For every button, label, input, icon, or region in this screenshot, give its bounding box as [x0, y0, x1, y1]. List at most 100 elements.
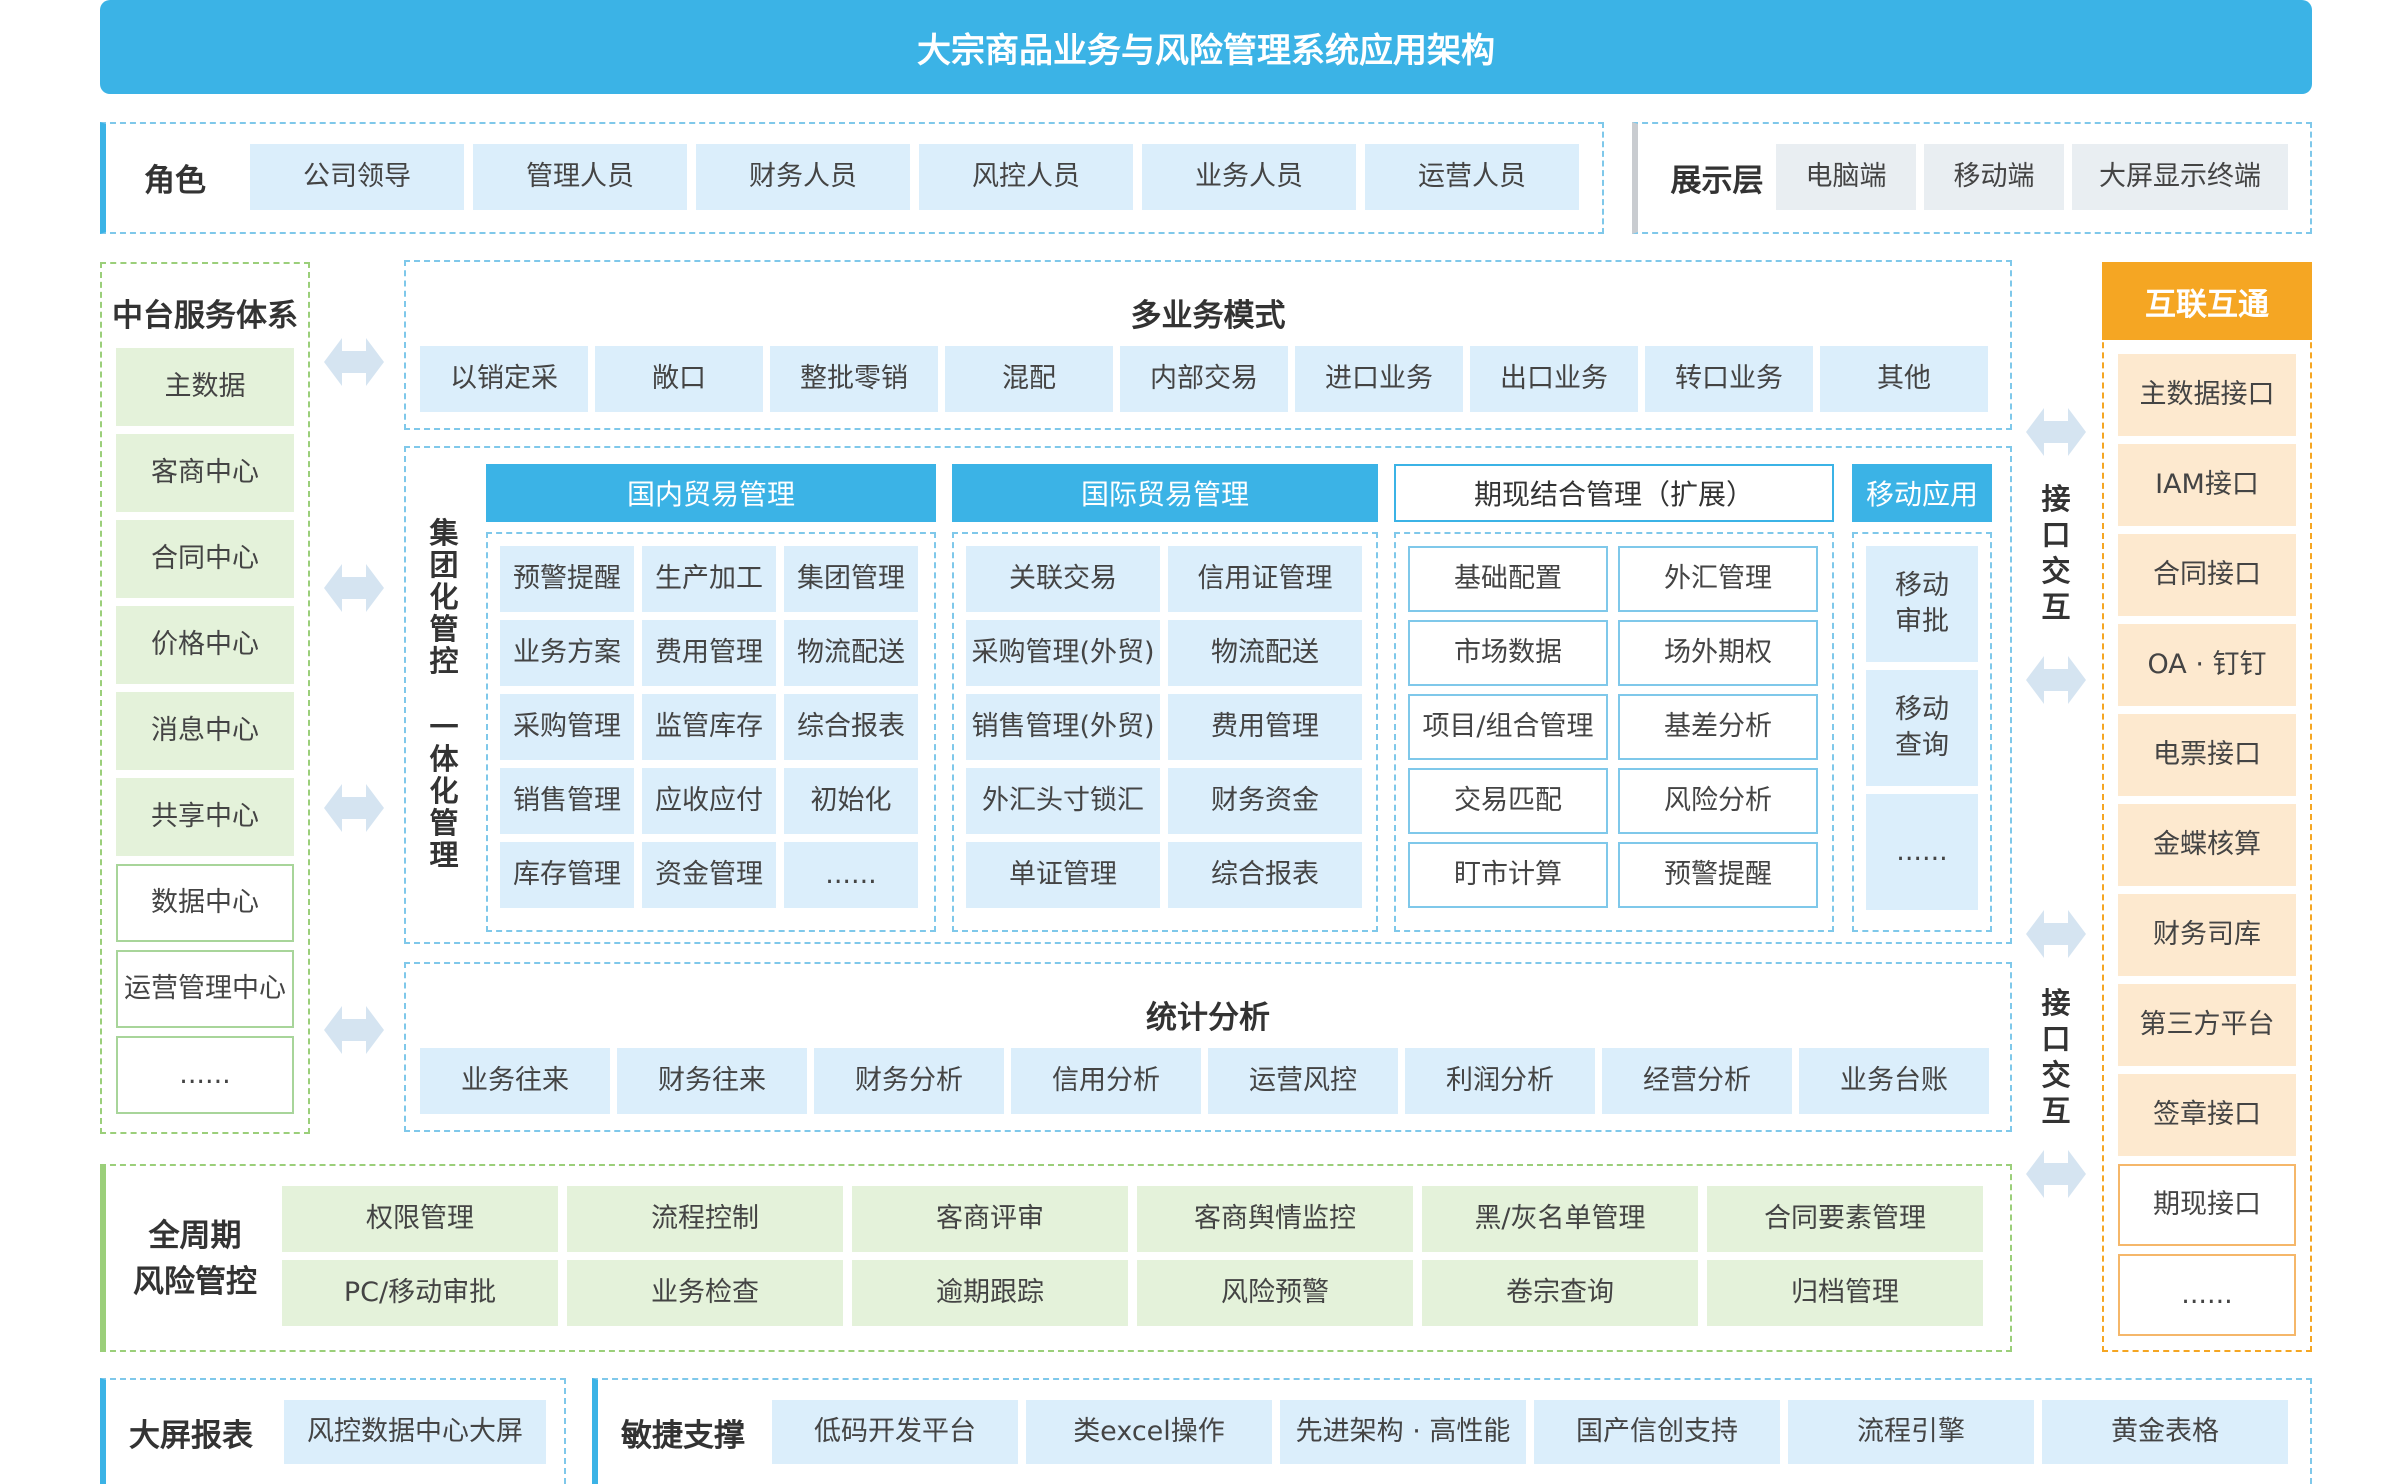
- stats-item: 利润分析: [1405, 1048, 1595, 1114]
- intl-item: 费用管理: [1168, 694, 1362, 760]
- role-item: 财务人员: [696, 144, 910, 210]
- display-item: 电脑端: [1776, 144, 1916, 210]
- intl-item: 采购管理(外贸): [966, 620, 1160, 686]
- bigscreen-label: 大屏报表: [129, 1417, 253, 1454]
- double-arrow-icon: [2026, 404, 2086, 460]
- futures-item: 盯市计算: [1408, 842, 1608, 908]
- agile-item: 类excel操作: [1026, 1400, 1272, 1464]
- domestic-item: 应收应付: [642, 768, 776, 834]
- interconnect-item: 电票接口: [2118, 714, 2296, 796]
- modes-title: 多业务模式: [1130, 298, 1286, 334]
- interconnect-item: ......: [2118, 1254, 2296, 1336]
- interface-char: 接: [2041, 482, 2071, 517]
- futures-item: 场外期权: [1618, 620, 1818, 686]
- stats-item: 业务往来: [420, 1048, 610, 1114]
- interface-char: 互: [2041, 590, 2071, 625]
- domestic-item: 物流配送: [784, 620, 918, 686]
- futures-header: 期现结合管理（扩展）: [1394, 464, 1834, 522]
- vertical-char: 控: [429, 644, 459, 679]
- mobile-item: 移动查询: [1866, 670, 1978, 786]
- risk-item: PC/移动审批: [282, 1260, 558, 1326]
- interconnect-item: 第三方平台: [2118, 984, 2296, 1066]
- middle-item: 共享中心: [116, 778, 294, 856]
- risk-item: 客商评审: [852, 1186, 1128, 1252]
- risk-label: 全周期 风险管控: [112, 1200, 278, 1318]
- interface-char: 交: [2041, 1058, 2071, 1093]
- agile-item: 流程引擎: [1788, 1400, 2034, 1464]
- interconnect-item: 财务司库: [2118, 894, 2296, 976]
- modes-panel: [404, 260, 2012, 430]
- role-item: 风控人员: [919, 144, 1133, 210]
- domestic-item: 集团管理: [784, 546, 918, 612]
- futures-item: 外汇管理: [1618, 546, 1818, 612]
- risk-item: 黑/灰名单管理: [1422, 1186, 1698, 1252]
- middle-service-label: 中台服务体系: [112, 298, 298, 334]
- stats-item: 信用分析: [1011, 1048, 1201, 1114]
- risk-item: 客商舆情监控: [1137, 1186, 1413, 1252]
- intl-item: 物流配送: [1168, 620, 1362, 686]
- futures-item: 项目/组合管理: [1408, 694, 1608, 760]
- display-item: 移动端: [1924, 144, 2064, 210]
- stats-item: 业务台账: [1799, 1048, 1989, 1114]
- middle-item: 消息中心: [116, 692, 294, 770]
- role-item: 运营人员: [1365, 144, 1579, 210]
- intl-header: 国际贸易管理: [952, 464, 1378, 522]
- intl-item: 销售管理(外贸): [966, 694, 1160, 760]
- futures-item: 预警提醒: [1618, 842, 1818, 908]
- domestic-item: 综合报表: [784, 694, 918, 760]
- risk-item: 合同要素管理: [1707, 1186, 1983, 1252]
- vertical-char: 管: [429, 806, 459, 841]
- mode-item: 敞口: [595, 346, 763, 412]
- interconnect-item: IAM接口: [2118, 444, 2296, 526]
- mode-item: 其他: [1820, 346, 1988, 412]
- vertical-char: 集: [429, 516, 459, 551]
- display-panel: [1632, 122, 2312, 234]
- stats-title: 统计分析: [1146, 1000, 1270, 1036]
- risk-item: 逾期跟踪: [852, 1260, 1128, 1326]
- domestic-panel: [486, 532, 936, 932]
- mode-item: 内部交易: [1120, 346, 1288, 412]
- stats-panel: [404, 962, 2012, 1132]
- risk-label-line1: 全周期: [148, 1217, 242, 1254]
- double-arrow-icon: [324, 780, 384, 836]
- vertical-char: 团: [429, 548, 459, 583]
- vertical-char: 化: [429, 774, 459, 809]
- vertical-char: 理: [429, 838, 459, 873]
- mode-item: 转口业务: [1645, 346, 1813, 412]
- middle-item: 客商中心: [116, 434, 294, 512]
- interconnect-item: 金蝶核算: [2118, 804, 2296, 886]
- agile-item: 先进架构 · 高性能: [1280, 1400, 1526, 1464]
- intl-item: 外汇头寸锁汇: [966, 768, 1160, 834]
- middle-service-panel: [100, 262, 310, 1134]
- interconnect-item: 合同接口: [2118, 534, 2296, 616]
- interface-char: 接: [2041, 986, 2071, 1021]
- role-item: 管理人员: [473, 144, 687, 210]
- double-arrow-icon: [324, 1002, 384, 1058]
- domestic-item: 资金管理: [642, 842, 776, 908]
- mode-item: 进口业务: [1295, 346, 1463, 412]
- mobile-header: 移动应用: [1852, 464, 1992, 522]
- futures-panel: [1394, 532, 1834, 932]
- risk-item: 流程控制: [567, 1186, 843, 1252]
- interconnect-header: 互联互通: [2102, 262, 2312, 340]
- risk-item: 风险预警: [1137, 1260, 1413, 1326]
- domestic-item: ......: [784, 842, 918, 908]
- agile-item: 黄金表格: [2042, 1400, 2288, 1464]
- group-panel: [404, 446, 2012, 944]
- role-item: 公司领导: [250, 144, 464, 210]
- vertical-char: 体: [429, 742, 459, 777]
- double-arrow-icon: [324, 560, 384, 616]
- interface-char: 口: [2041, 518, 2071, 553]
- stats-item: 财务往来: [617, 1048, 807, 1114]
- agile-panel: [592, 1378, 2312, 1484]
- display-item: 大屏显示终端: [2072, 144, 2288, 210]
- display-label: 展示层: [1670, 162, 1764, 199]
- domestic-item: 监管库存: [642, 694, 776, 760]
- domestic-item: 费用管理: [642, 620, 776, 686]
- agile-item: 低码开发平台: [772, 1400, 1018, 1464]
- stats-item: 财务分析: [814, 1048, 1004, 1114]
- middle-item: 合同中心: [116, 520, 294, 598]
- roles-label: 角色: [144, 162, 206, 199]
- mobile-item: 移动审批: [1866, 546, 1978, 662]
- role-item: 业务人员: [1142, 144, 1356, 210]
